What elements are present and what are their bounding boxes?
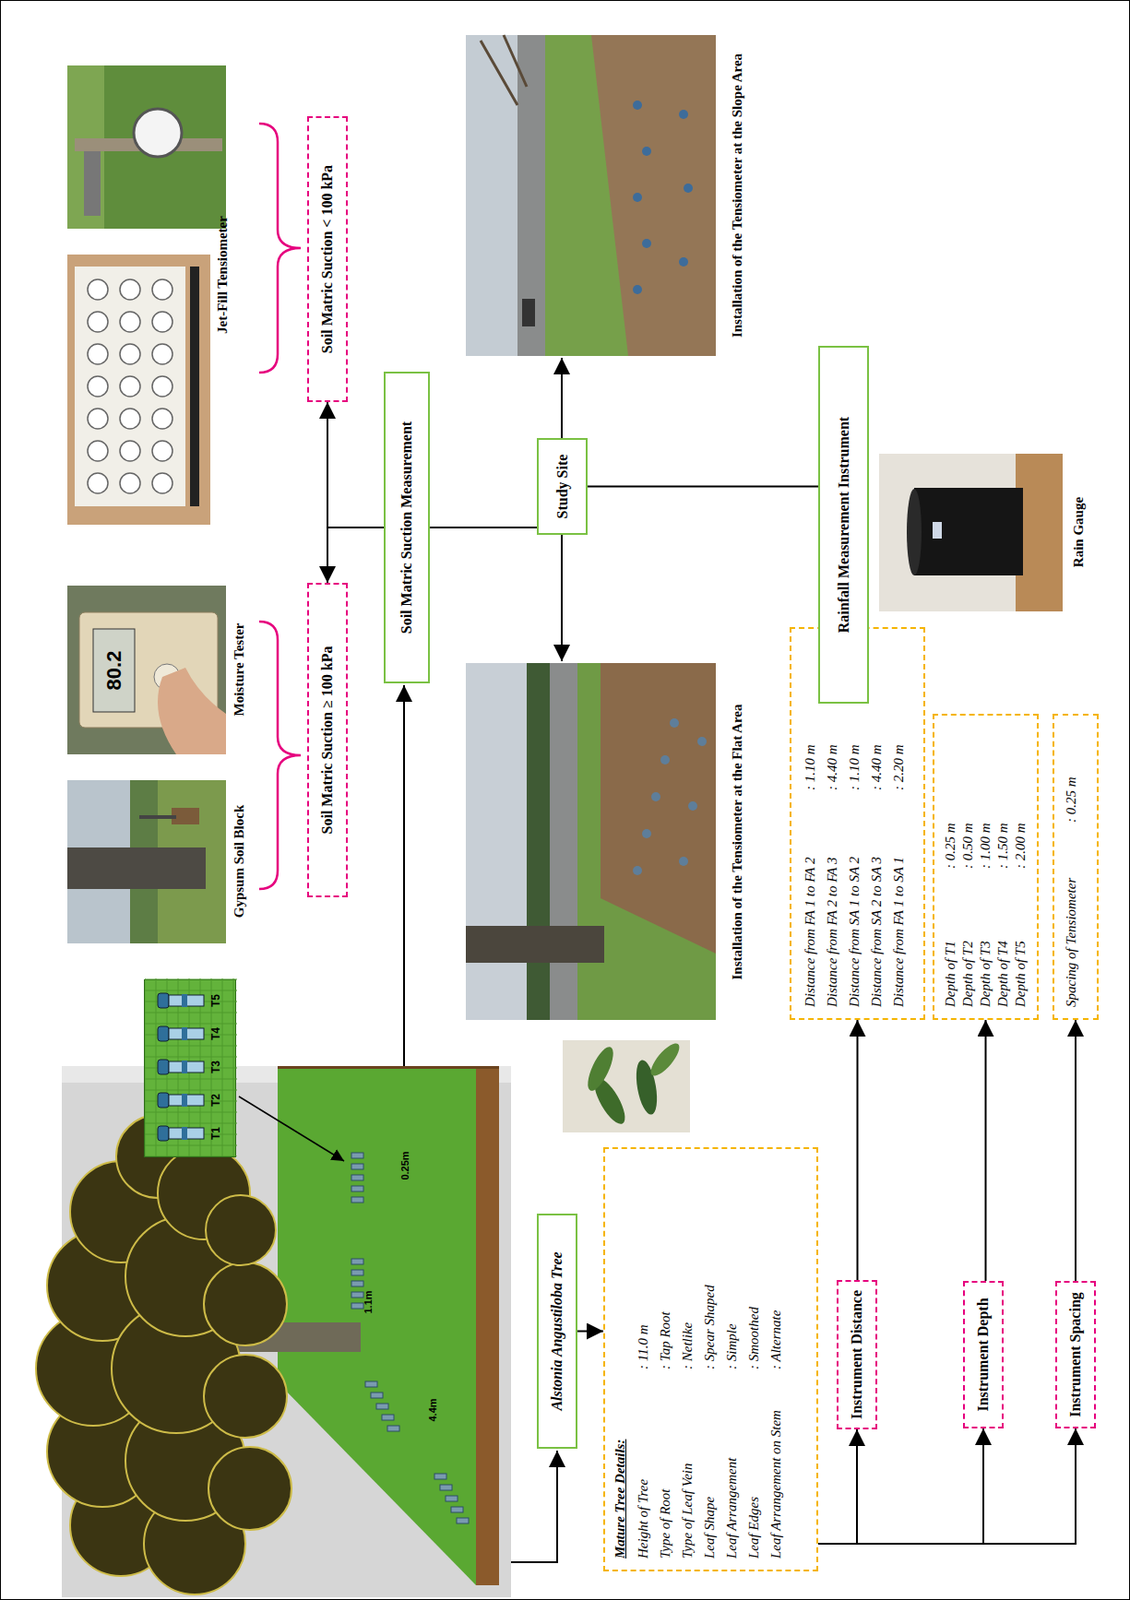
- row-label: Height of Tree: [631, 1369, 655, 1559]
- box-text: Instrument Depth: [975, 1297, 992, 1412]
- row-label: Leaf Arrangement on Stem: [764, 1369, 787, 1559]
- tree-box: Alstonia Angustiloba Tree: [536, 1213, 578, 1450]
- row-value: : Netlike: [676, 1160, 699, 1370]
- row-label: Depth of T1: [941, 868, 960, 1008]
- box-text: Alstonia Angustiloba Tree: [548, 1251, 566, 1411]
- details-box: Spacing of Tensiometer: 0.25 m: [1052, 713, 1099, 1021]
- photo-caption: Installation of the Tensiometer at the S…: [729, 1, 746, 390]
- tensiometer-icons: [144, 978, 238, 1157]
- photo-caption: 1.1m: [362, 1279, 374, 1326]
- row-label: Type of Leaf Vein: [676, 1369, 699, 1559]
- moisture-tester-photo: [67, 585, 226, 755]
- row-label: Depth of T2: [959, 868, 977, 1008]
- tensiometer-label: T5: [209, 987, 223, 1015]
- row-value: : Tap Root: [654, 1160, 677, 1370]
- connector: [818, 1428, 1076, 1545]
- row-label: Distance from SA 1 to SA 2: [843, 790, 866, 1008]
- row-label: Distance from SA 2 to SA 3: [865, 790, 888, 1008]
- connector: [818, 1429, 857, 1545]
- row-label: Depth of T4: [994, 868, 1012, 1008]
- row-label: Distance from FA 1 to SA 1: [887, 790, 910, 1008]
- process-box: Soil Matric Suction Measurement: [383, 371, 430, 684]
- row-label: Leaf Shape: [698, 1369, 721, 1559]
- connector: [327, 402, 384, 528]
- tensiometer-label: T2: [209, 1086, 223, 1115]
- leaf-photo: [562, 1039, 690, 1133]
- gypsum-photo: [67, 780, 226, 944]
- details-box: Mature Tree Details:Height of Tree: 11.0…: [603, 1147, 819, 1572]
- row-value: : 0.50 m: [959, 726, 977, 869]
- row-value: : 11.0 m: [631, 1160, 655, 1370]
- connector: [1074, 1020, 1077, 1282]
- row-label: Leaf Edges: [742, 1369, 765, 1559]
- row-value: : 1.50 m: [994, 726, 1012, 869]
- row-value: : 1.00 m: [976, 726, 995, 869]
- row-label: Depth of T5: [1011, 868, 1030, 1008]
- row-value: : Alternate: [764, 1160, 787, 1370]
- details-heading: Mature Tree Details:: [612, 1160, 629, 1559]
- photo-caption: 0.25m: [399, 1140, 411, 1192]
- process-box: Rainfall Measurement Instrument: [818, 345, 869, 704]
- photo-caption: 80.2: [102, 633, 127, 708]
- bracket: [259, 123, 301, 890]
- photo-caption: Rain Gauge: [1070, 458, 1087, 607]
- row-label: Distance from FA 2 to FA 3: [820, 790, 844, 1008]
- connector: [818, 1428, 984, 1545]
- row-value: : Spear Shaped: [698, 1160, 721, 1370]
- instrument-box: Instrument Spacing: [1055, 1281, 1096, 1429]
- row-label: Depth of T3: [976, 868, 995, 1008]
- photo-caption: Gypsum Soil Block: [231, 769, 248, 954]
- details-rows: Height of Tree: 11.0 mType of Root: Tap …: [631, 1160, 787, 1559]
- connector: [985, 1020, 988, 1282]
- box-text: Soil Matric Suction Measurement: [398, 421, 416, 634]
- row-value: : Simple: [720, 1160, 743, 1370]
- box-text: Soil Matric Suction ≥ 100 kPa: [319, 646, 336, 835]
- rain-gauge-photo: [879, 453, 1063, 612]
- row-label: Distance from FA 1 to FA 2: [798, 790, 821, 1008]
- box-text: Instrument Spacing: [1067, 1292, 1084, 1418]
- flat-area-photo: [465, 663, 716, 1021]
- row-label: Spacing of Tensiometer: [1061, 822, 1081, 1008]
- tensiometer-label: T4: [209, 1020, 223, 1048]
- photo-caption: 4.4m: [427, 1387, 439, 1434]
- category-box: Soil Matric Suction < 100 kPa: [307, 116, 348, 403]
- photo-caption: Moisture Tester: [231, 577, 248, 762]
- inset-panel: T1 T2 T3 T4 T5: [143, 979, 237, 1158]
- box-text: Instrument Distance: [848, 1290, 866, 1420]
- connector: [429, 526, 537, 529]
- connector: [577, 1331, 604, 1333]
- connector: [587, 486, 819, 488]
- tensiometer-label: T3: [209, 1053, 223, 1082]
- details-rows: Depth of T1: 0.25 mDepth of T2: 0.50 mDe…: [941, 726, 1030, 1008]
- row-value: : 2.20 m: [887, 640, 910, 791]
- box-text: Rainfall Measurement Instrument: [835, 416, 853, 633]
- box-text: Study Site: [554, 454, 571, 520]
- instrument-box: Instrument Distance: [836, 1280, 878, 1430]
- tensiometer-label: T1: [209, 1119, 223, 1148]
- tensiometer-gauges-photo: [67, 254, 211, 525]
- photo-caption: Jet-Fill Tensiometer: [214, 164, 231, 386]
- details-box: Depth of T1: 0.25 mDepth of T2: 0.50 mDe…: [932, 713, 1039, 1021]
- row-label: Leaf Arrangement: [720, 1369, 743, 1559]
- photo-caption: Installation of the Tensiometer at the F…: [729, 648, 746, 1036]
- row-value: : 2.00 m: [1011, 726, 1030, 869]
- tensiometer-field-photo: [67, 65, 226, 229]
- tree-illustration: [35, 1066, 512, 1598]
- instrument-box: Instrument Depth: [963, 1281, 1004, 1429]
- process-box: Study Site: [536, 438, 588, 536]
- row-label: Type of Root: [654, 1369, 677, 1559]
- box-text: Soil Matric Suction < 100 kPa: [319, 165, 336, 354]
- slope-area-photo: [465, 35, 716, 357]
- row-value: : 0.25 m: [941, 726, 960, 869]
- category-box: Soil Matric Suction ≥ 100 kPa: [307, 582, 348, 898]
- connector: [327, 527, 384, 583]
- connector: [856, 1020, 859, 1281]
- row-value: : 0.25 m: [1061, 726, 1081, 823]
- details-rows: Spacing of Tensiometer: 0.25 m: [1061, 726, 1081, 1008]
- row-value: : Smoothed: [742, 1160, 765, 1370]
